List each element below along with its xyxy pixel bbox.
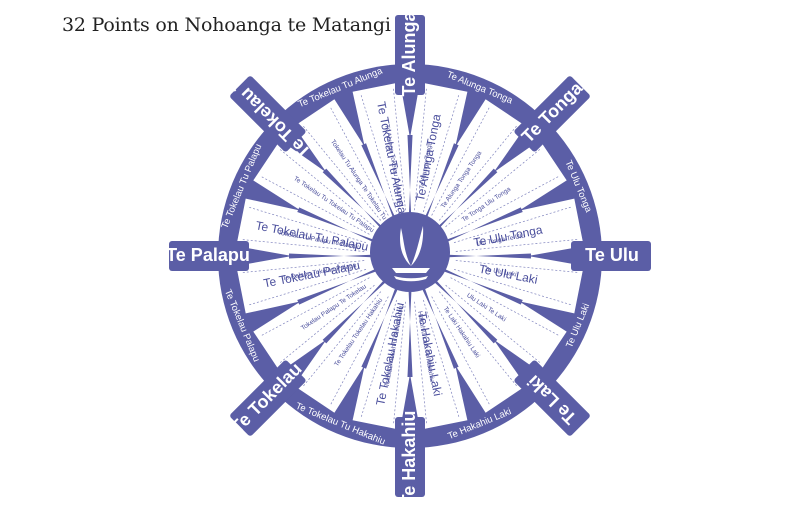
- major-arm: Te Palapu: [166, 241, 250, 271]
- major-arm: Te Ulu: [571, 241, 651, 271]
- dash-line: [445, 149, 541, 228]
- dash-line: [414, 301, 427, 424]
- dash-line: [431, 296, 490, 405]
- spoke: [445, 253, 531, 259]
- dash-line: [438, 125, 517, 221]
- spoke: [361, 288, 398, 369]
- spoke: [297, 268, 378, 305]
- dash-line: [453, 268, 571, 306]
- dash-line: [450, 277, 559, 336]
- dash-line: [360, 95, 397, 213]
- dash-line: [393, 301, 406, 424]
- spoke: [361, 143, 398, 224]
- spoke: [434, 168, 498, 232]
- major-arm: Te Alunga: [395, 11, 425, 97]
- spoke: [442, 207, 523, 244]
- dash-line: [303, 125, 382, 221]
- major-arm: Te Hakahiu: [395, 411, 425, 506]
- hub-circle: [370, 212, 450, 292]
- dash-line: [261, 176, 370, 235]
- spoke: [407, 291, 413, 377]
- dash-line: [303, 291, 382, 387]
- spoke: [289, 253, 375, 259]
- dash-line: [279, 149, 375, 228]
- dash-line: [279, 284, 375, 363]
- dash-line: [455, 239, 578, 252]
- dash-line: [249, 206, 367, 244]
- compass-dashes: [242, 88, 578, 424]
- spoke: [322, 168, 386, 232]
- dash-line: [422, 95, 460, 213]
- spoke: [434, 280, 498, 344]
- dash-line: [242, 239, 365, 252]
- spoke: [297, 207, 378, 244]
- dash-line: [242, 260, 365, 273]
- dash-line: [261, 277, 370, 336]
- major-label: Te Palapu: [166, 245, 250, 265]
- dash-line: [360, 299, 398, 417]
- dash-line: [249, 269, 367, 306]
- major-label: Te Ulu: [585, 245, 639, 265]
- spoke: [322, 280, 386, 344]
- dash-line: [414, 88, 427, 211]
- spoke: [442, 268, 523, 305]
- spoke: [407, 135, 413, 221]
- dash-line: [438, 291, 517, 387]
- major-label: Te Hakahiu: [399, 411, 419, 506]
- dash-line: [431, 107, 490, 216]
- center-hub: [370, 212, 450, 292]
- dash-line: [450, 176, 559, 235]
- spoke: [422, 143, 459, 224]
- dash-line: [445, 284, 541, 363]
- dash-line: [330, 296, 389, 405]
- dash-line: [393, 88, 406, 211]
- major-label: Te Alunga: [399, 11, 419, 97]
- spoke: [422, 288, 459, 369]
- dash-line: [455, 260, 578, 273]
- dash-line: [330, 107, 389, 216]
- page-title: 32 Points on Nohoanga te Matangi: [62, 14, 391, 36]
- sail-canoe-icon: [392, 226, 430, 282]
- dash-line: [453, 206, 571, 243]
- dash-line: [423, 299, 460, 417]
